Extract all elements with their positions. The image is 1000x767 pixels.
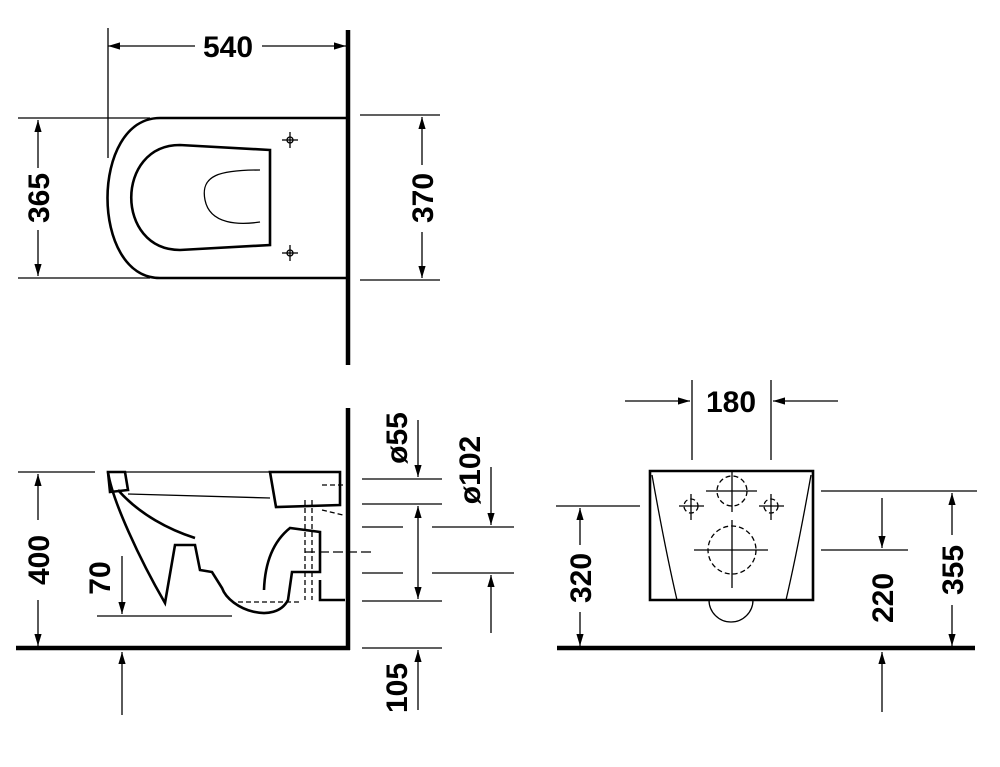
dim-outlet-height: 105 — [381, 663, 414, 713]
fixing-hole-icon — [282, 132, 298, 148]
dim-outlet-height: 220 — [867, 573, 900, 623]
dim-seat-drop: 70 — [84, 561, 117, 594]
fixing-hole-icon — [679, 494, 704, 520]
seat-hinge — [106, 470, 130, 494]
dim-height: 400 — [23, 535, 56, 585]
bowl-profile — [106, 471, 322, 615]
dim-depth-right: 370 — [407, 173, 440, 223]
bowl-outline — [106, 116, 348, 280]
fixing-hole-icon — [282, 245, 298, 261]
rear-outline — [648, 469, 815, 602]
bowl-opening — [129, 143, 272, 252]
side-view: 400 70 ø55 ø102 105 — [16, 408, 514, 715]
dim-outlet-diameter: ø102 — [454, 436, 487, 504]
outlet-hole-icon — [694, 520, 768, 588]
rear-view: 180 320 220 355 — [556, 380, 977, 712]
dim-inlet-height: 355 — [937, 545, 970, 595]
rear-mount — [268, 470, 342, 509]
dim-width: 540 — [203, 31, 253, 64]
top-view: 540 365 370 — [18, 28, 440, 365]
dim-inlet-diameter: ø55 — [381, 412, 414, 464]
bowl-rim — [203, 169, 261, 224]
fixing-hole-icon — [759, 494, 784, 520]
inlet-hole-icon — [706, 470, 757, 512]
dim-depth-left: 365 — [23, 173, 56, 223]
dim-fixing-height: 320 — [565, 553, 598, 603]
dim-fixing-distance: 180 — [706, 386, 756, 419]
bowl-inner — [117, 489, 196, 540]
